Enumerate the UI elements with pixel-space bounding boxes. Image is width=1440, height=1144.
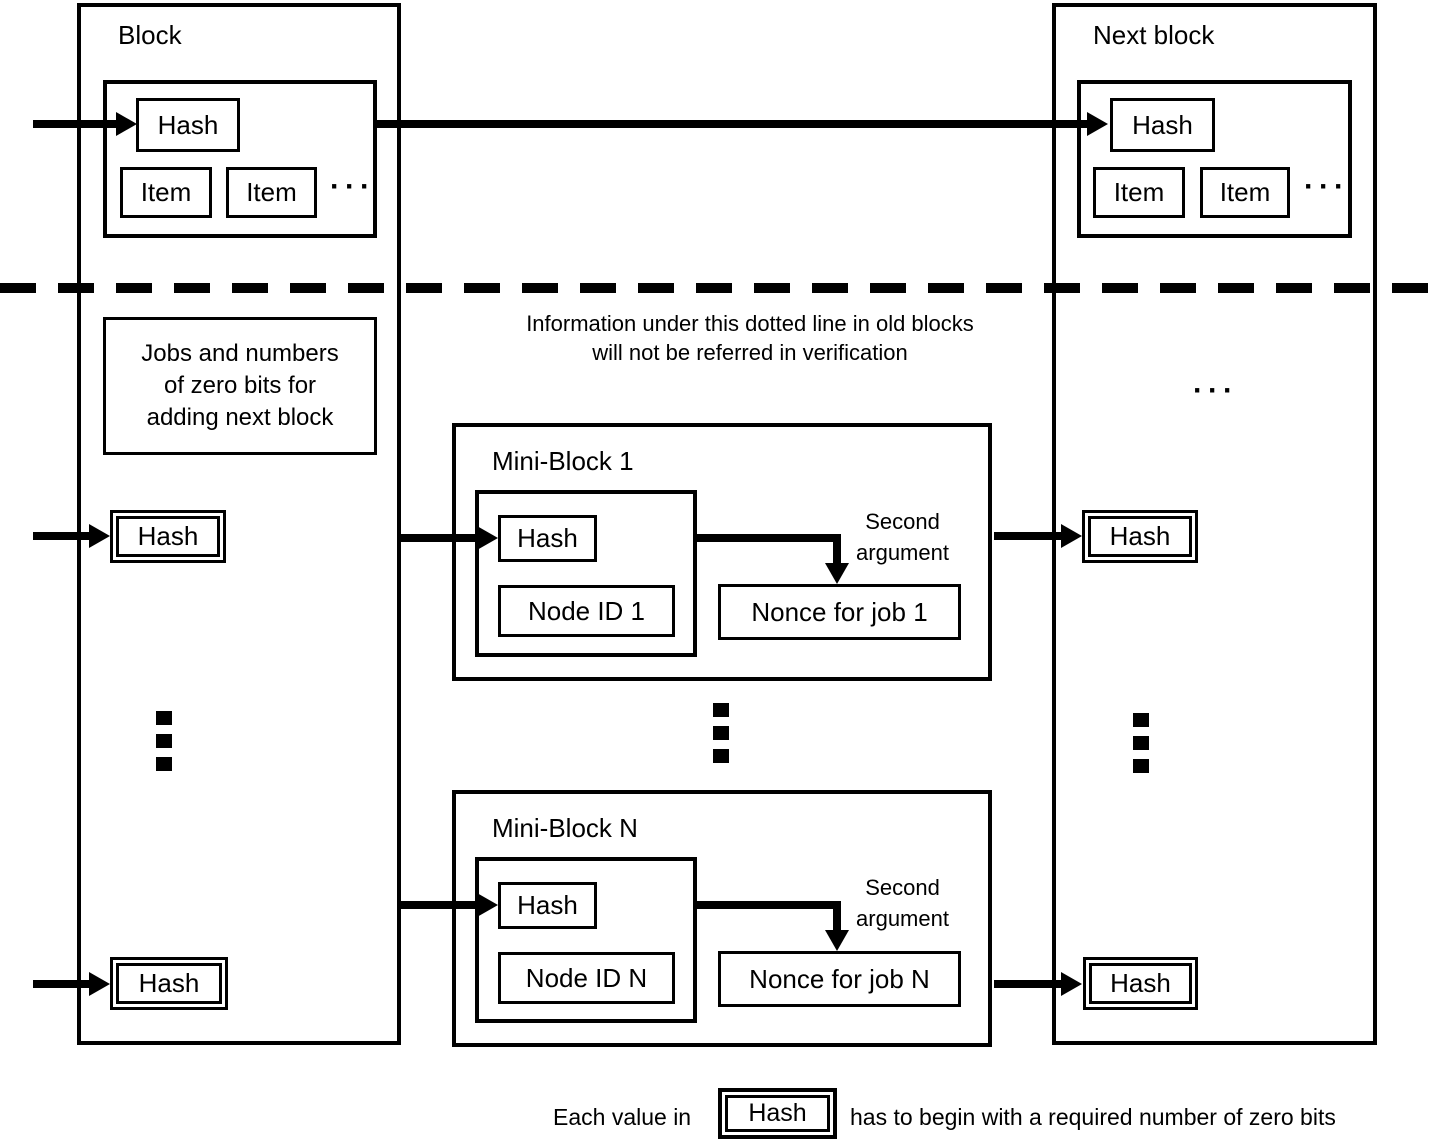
mini-block-1-hash-box: Hash — [498, 515, 597, 562]
next-block-body-ellipsis: ··· — [1193, 374, 1238, 407]
next-block-hash-box: Hash — [1110, 98, 1215, 152]
next-hash-top-doublebox: Hash — [1082, 510, 1198, 563]
mini-block-1-second-argument-line2: argument — [856, 540, 949, 565]
next-hash-bottom-doublebox: Hash — [1083, 957, 1198, 1010]
block-items-ellipsis: ··· — [330, 170, 375, 203]
legend-hash-label: Hash — [748, 1099, 807, 1127]
next-block-items-ellipsis: ··· — [1304, 170, 1349, 203]
mini-block-n-container — [452, 790, 992, 1047]
next-block-item-box-2: Item — [1200, 167, 1290, 218]
minin-elbow-head — [825, 930, 849, 951]
right-column-vertical-ellipsis — [1133, 713, 1149, 773]
arrow-block-to-next-hash-line — [375, 120, 1089, 128]
arrow-mini1-to-next-hash-line — [994, 532, 1063, 540]
legend-suffix: has to begin with a required number of z… — [850, 1104, 1336, 1130]
arrow-into-left-hash-top-head — [89, 524, 110, 548]
arrow-minin-to-next-hash-line — [994, 980, 1063, 988]
block-item-label-1: Item — [140, 177, 192, 208]
next-block-hash-label: Hash — [1132, 109, 1193, 140]
mini-blocks-vertical-ellipsis — [713, 703, 729, 763]
next-block-item-box-1: Item — [1093, 167, 1185, 218]
arrow-into-block-hash-head — [116, 112, 137, 136]
mini-block-1-second-argument-label: Second argument — [845, 506, 960, 568]
mini-block-n-nonce-box: Nonce for job N — [718, 951, 961, 1007]
jobs-line3: adding next block — [146, 404, 334, 431]
mini-block-1-nonce-box: Nonce for job 1 — [718, 584, 961, 640]
mini-block-1-nonce-label: Nonce for job 1 — [751, 596, 928, 627]
minin-elbow-horizontal — [697, 901, 841, 909]
next-block-container — [1052, 3, 1377, 1045]
block-hash-box: Hash — [136, 98, 240, 152]
arrow-into-left-hash-top-line — [33, 532, 91, 540]
next-block-item-label-1: Item — [1113, 177, 1165, 208]
arrow-block-to-next-hash-head — [1087, 112, 1108, 136]
dashed-line-note: Information under this dotted line in ol… — [420, 309, 1080, 367]
dashed-line-note-line2: will not be referred in verification — [592, 340, 908, 365]
block-hash-top-label: Hash — [137, 521, 199, 551]
block-title: Block — [118, 20, 182, 50]
mini1-elbow-head — [825, 563, 849, 584]
arrow-block-to-minin-head — [477, 893, 498, 917]
mini1-elbow-horizontal — [697, 534, 841, 542]
jobs-line2: of zero bits for — [163, 372, 317, 399]
verification-dashed-line — [0, 283, 1440, 293]
mini-block-n-hash-box: Hash — [498, 882, 597, 929]
dashed-line-note-line1: Information under this dotted line in ol… — [526, 311, 974, 336]
arrow-block-to-mini1-head — [477, 526, 498, 550]
block-hash-top-doublebox: Hash — [110, 510, 226, 563]
arrow-block-to-mini1-line — [399, 534, 480, 542]
next-block-item-label-2: Item — [1219, 177, 1271, 208]
mini-block-1-title: Mini-Block 1 — [492, 446, 634, 476]
next-hash-bottom-label: Hash — [1110, 968, 1171, 998]
mini-block-n-second-argument-label: Second argument — [845, 872, 960, 934]
mini-block-1-node-id-box: Node ID 1 — [498, 585, 675, 637]
mini-block-n-hash-label: Hash — [517, 890, 578, 921]
arrow-into-left-hash-bottom-head — [89, 972, 110, 996]
mini-block-1-node-id-label: Node ID 1 — [527, 595, 646, 626]
block-hash-label: Hash — [157, 109, 219, 140]
next-hash-top-label: Hash — [1109, 521, 1171, 551]
mini-block-1-container — [452, 423, 992, 681]
block-container — [77, 3, 401, 1045]
minin-elbow-vertical — [833, 901, 841, 932]
mini-block-n-nonce-label: Nonce for job N — [749, 963, 930, 994]
legend-hash-doublebox: Hash — [718, 1088, 837, 1139]
jobs-line1: Jobs and numbers — [141, 340, 339, 367]
arrow-minin-to-next-hash-head — [1061, 972, 1082, 996]
mini-block-n-second-argument-line2: argument — [856, 906, 949, 931]
arrow-block-to-minin-line — [399, 901, 480, 909]
block-hash-bottom-doublebox: Hash — [110, 957, 228, 1010]
mini1-elbow-vertical — [833, 534, 841, 565]
arrow-mini1-to-next-hash-head — [1061, 524, 1082, 548]
next-block-title: Next block — [1093, 20, 1215, 50]
jobs-box: Jobs and numbers of zero bits for adding… — [103, 317, 377, 455]
mini-block-n-second-argument-line1: Second — [865, 875, 940, 900]
legend-prefix: Each value in — [553, 1104, 692, 1130]
block-item-box-2: Item — [226, 167, 317, 218]
mini-block-1-second-argument-line1: Second — [865, 509, 940, 534]
arrow-into-block-hash-line — [33, 120, 119, 128]
mini-block-n-title: Mini-Block N — [492, 813, 638, 843]
block-item-label-2: Item — [246, 177, 297, 208]
mini-block-1-hash-label: Hash — [517, 523, 578, 554]
block-item-box-1: Item — [120, 167, 212, 218]
left-column-vertical-ellipsis — [156, 711, 172, 771]
block-hash-bottom-label: Hash — [138, 968, 200, 998]
mini-block-n-node-id-box: Node ID N — [498, 952, 675, 1004]
mini-block-n-node-id-label: Node ID N — [525, 962, 648, 993]
arrow-into-left-hash-bottom-line — [33, 980, 91, 988]
